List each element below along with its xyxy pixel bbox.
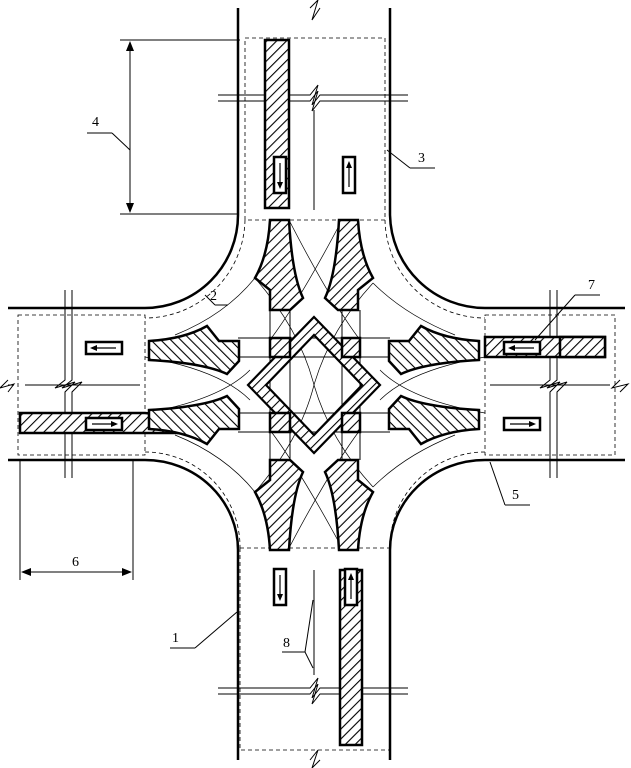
label-3: 3	[418, 151, 425, 166]
label-8: 8	[283, 636, 290, 651]
road-edges	[8, 8, 625, 760]
median-islands	[18, 38, 607, 747]
turning-paths	[144, 219, 486, 549]
label-4: 4	[92, 115, 99, 130]
label-5: 5	[512, 488, 519, 503]
label-1: 1	[172, 631, 179, 646]
dimension-lines	[19, 39, 600, 669]
label-7: 7	[588, 278, 595, 293]
label-6: 6	[72, 555, 79, 570]
crosswalk-grid	[238, 310, 390, 460]
dashed-lane-edges	[17, 37, 616, 751]
label-2: 2	[210, 289, 217, 304]
channelizing-islands	[147, 218, 481, 552]
lane-lines	[8, 110, 610, 675]
